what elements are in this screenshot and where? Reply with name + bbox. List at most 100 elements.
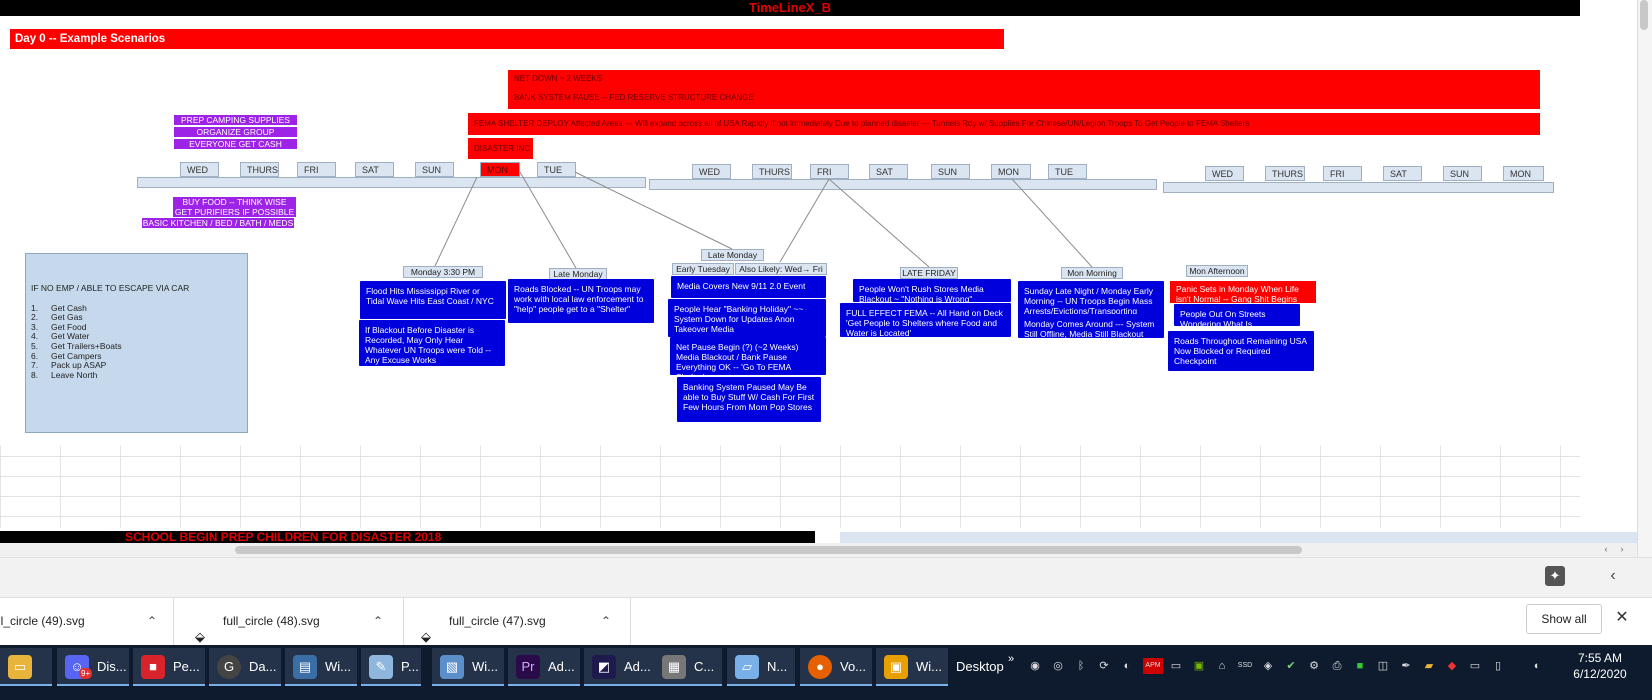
taskbar-item-paint[interactable]: ✎ P... [361, 648, 421, 686]
premiere-icon: Pr [516, 655, 540, 679]
prep-tag: ORGANIZE GROUP [174, 127, 297, 137]
red-tray-icon[interactable]: ◆ [1447, 660, 1457, 672]
collapse-chevron-icon[interactable]: ‹ [1610, 567, 1616, 584]
steam-tray-icon[interactable]: ◎ [1053, 660, 1063, 672]
chevron-up-icon[interactable]: ⌃ [373, 614, 384, 628]
volume-icon[interactable]: ◖ [1532, 660, 1540, 672]
gpu-icon[interactable]: ▣ [1193, 660, 1205, 672]
download-item[interactable]: full_circle (49).svg ⌃ [0, 598, 174, 645]
folder-tray-icon[interactable]: ▰ [1424, 660, 1434, 672]
download-item[interactable]: ⬙ full_circle (47).svg ⌃ [404, 598, 631, 645]
label-monday-330: Monday 3:30 PM [403, 266, 483, 278]
net-down-banner: NET DOWN ~ 2 WEEKS [508, 70, 1540, 88]
chevron-right-icon[interactable]: » [1008, 653, 1015, 665]
label-mon-morning: Mon Morning [1061, 267, 1123, 279]
day-tue: TUE [1048, 164, 1087, 179]
list-item: 4.Get Water [31, 331, 90, 342]
taskbar-item-premiere[interactable]: Pr Ad... [508, 648, 580, 686]
clock-date: 6/12/2020 [1573, 667, 1627, 681]
red-cube-icon: ■ [141, 655, 165, 679]
settings-icon[interactable]: ⚙ [1309, 660, 1319, 672]
pen-icon[interactable]: ✒ [1401, 660, 1411, 672]
label-early-tuesday: Early Tuesday [672, 263, 734, 275]
vertical-scrollbar[interactable] [1637, 0, 1652, 560]
photos-icon: ▧ [440, 655, 464, 679]
timeline-track-week3 [1163, 182, 1554, 193]
dark-app-icon: G [217, 655, 241, 679]
language-icon[interactable]: ▯ [1494, 660, 1502, 672]
event-banking-paused: Banking System Paused May Be able to Buy… [677, 377, 821, 422]
sparkle-icon[interactable]: ✦ [1545, 566, 1565, 586]
steam-icon[interactable]: ◐ [1123, 660, 1131, 672]
calculator-icon: ▦ [662, 655, 686, 679]
apm-icon[interactable]: APM [1143, 658, 1163, 674]
download-item[interactable]: ⬙ full_circle (48).svg ⌃ [178, 598, 404, 645]
notification-badge: 9+ [79, 668, 93, 679]
event-media-911: Media Covers New 9/11 2.0 Event [671, 276, 826, 298]
bluetooth-icon[interactable]: ᛒ [1077, 660, 1085, 672]
day-sun: SUN [931, 164, 970, 179]
day-sat: SAT [869, 164, 908, 179]
day0-header-text: Day 0 -- Example Scenarios [15, 33, 166, 45]
day0-header: Day 0 -- Example Scenarios [10, 29, 1004, 49]
horizontal-scrollbar-thumb[interactable] [235, 546, 1302, 554]
desktop-toolbar[interactable]: Desktop [956, 659, 1004, 674]
sync-icon[interactable]: ⟳ [1099, 660, 1109, 672]
taskbar-item-app[interactable]: ▧ Wi... [432, 648, 504, 686]
vertical-scrollbar-thumb[interactable] [1640, 0, 1648, 30]
green-app-icon[interactable]: ■ [1356, 660, 1364, 672]
security-icon[interactable]: ◈ [1263, 660, 1273, 672]
event-banking-holiday: People Hear "Banking Holiday" ~~ System … [668, 299, 826, 337]
day-mon: MON [1503, 166, 1544, 181]
paint-icon: ✎ [369, 655, 393, 679]
drive-icon[interactable]: ◫ [1377, 660, 1389, 672]
printer-icon[interactable]: ⎙ [1332, 660, 1342, 672]
network-icon[interactable]: ⌂ [1218, 660, 1226, 672]
taskbar-item-adobe[interactable]: ◩ Ad... [584, 648, 656, 686]
discord-tray-icon[interactable]: ◉ [1030, 660, 1040, 672]
event-roads-remaining: Roads Throughout Remaining USA Now Block… [1168, 331, 1314, 371]
taskbar-item-calculator[interactable]: ▦ C... [654, 648, 722, 686]
taskbar-item-app[interactable]: ▤ Wi... [285, 648, 357, 686]
day-wed: WED [1205, 166, 1244, 181]
sheet-footer [0, 557, 1652, 597]
day-sat: SAT [1383, 166, 1422, 181]
taskbar-item-discord[interactable]: ☺ Dis... 9+ [57, 648, 129, 686]
label-also-likely: Also Likely: Wed→ Fri [735, 263, 827, 275]
window-app-icon: ▤ [293, 655, 317, 679]
taskbar-item-app[interactable]: ■ Pe... [133, 648, 205, 686]
inkscape-icon: ⬙ [195, 629, 205, 644]
event-net-pause: Net Pause Begin (?) (~2 Weeks) Media Bla… [670, 337, 826, 382]
label-late-monday: Late Monday [701, 249, 764, 261]
taskbar-item-notepad[interactable]: ▱ N... [727, 648, 795, 686]
taskbar-item-explorer[interactable]: ▭ [0, 648, 52, 686]
timeline-strip [840, 532, 1652, 544]
taskbar-item-app[interactable]: G Da... [209, 648, 281, 686]
chevron-up-icon[interactable]: ⌃ [601, 614, 612, 628]
event-flood: Flood Hits Mississippi River or Tidal Wa… [360, 281, 506, 319]
event-people-out: People Out On Streets Wondering What Is … [1174, 304, 1300, 339]
ssd-icon[interactable]: SSD [1237, 662, 1253, 669]
prep-tag: PREP CAMPING SUPPLIES [174, 115, 297, 125]
day-thurs: THURS [752, 164, 792, 179]
system-clock[interactable]: 7:55 AM 6/12/2020 [1565, 650, 1635, 682]
chevron-up-icon[interactable]: ⌃ [147, 614, 158, 628]
event-wont-rush: People Won't Rush Stores Media Blackout … [853, 279, 1011, 304]
taskbar-item-firefox[interactable]: ● Vo... [800, 648, 872, 686]
monitor-icon[interactable]: ▭ [1170, 660, 1182, 672]
show-all-button[interactable]: Show all [1526, 604, 1602, 634]
close-icon[interactable]: ✕ [1615, 609, 1629, 626]
day-mon: MON [480, 162, 520, 177]
display-icon[interactable]: ▭ [1469, 660, 1481, 672]
timeline-track-week2 [649, 179, 1157, 190]
shield-icon[interactable]: ✔ [1286, 660, 1296, 672]
escape-list: IF NO EMP / ABLE TO ESCAPE VIA CAR 1.Get… [25, 253, 248, 433]
taskbar-item-window[interactable]: ▣ Wi... [876, 648, 948, 686]
list-item: 2.Get Gas [31, 312, 83, 323]
day-wed: WED [692, 164, 731, 179]
scroll-left-icon[interactable]: ‹ [1604, 544, 1608, 554]
scroll-right-icon[interactable]: › [1620, 544, 1624, 554]
prep-tag: BUY FOOD -- THINK WISE [173, 197, 296, 207]
